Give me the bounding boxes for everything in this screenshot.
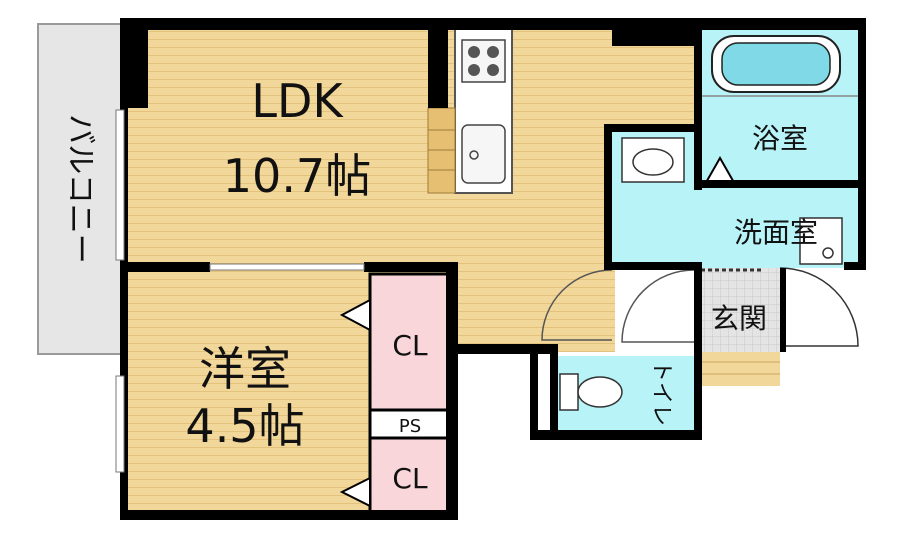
ldk-floor: [120, 28, 700, 352]
western-room-label: 洋室: [199, 342, 291, 396]
western-room-size: 4.5帖: [185, 399, 304, 453]
entrance-floor: [698, 268, 780, 352]
window-ldk: [115, 109, 125, 261]
toilet-label: トイレ: [649, 360, 674, 426]
balcony-area: [37, 23, 123, 355]
front-door-swing: [779, 267, 859, 347]
sliding-door: [209, 263, 365, 271]
sink-icon: [461, 124, 506, 184]
closet-bottom-label: CL: [392, 462, 428, 495]
bath-label: 浴室: [752, 122, 808, 155]
washing-machine: [799, 217, 843, 265]
toilet-bowl: [559, 373, 579, 411]
entrance-step: [698, 352, 780, 386]
ldk-label: LDK: [251, 74, 344, 128]
window-western: [115, 375, 125, 473]
stove-icon: [461, 39, 506, 83]
ldk-lower-floor: [455, 268, 615, 352]
closet-top-label: CL: [392, 329, 428, 362]
washroom-label: 洗面室: [734, 216, 818, 249]
toilet-door-swing: [541, 269, 613, 341]
entrance-label: 玄関: [711, 302, 767, 335]
closet-door-bottom: [339, 476, 371, 508]
washroom-door-swing: [621, 269, 695, 343]
ldk-size: 10.7帖: [223, 149, 371, 203]
western-room-floor: [124, 274, 369, 514]
balcony-label: バルコニー: [63, 114, 98, 263]
closet-door-top: [339, 298, 371, 332]
ps-label: PS: [399, 416, 421, 437]
